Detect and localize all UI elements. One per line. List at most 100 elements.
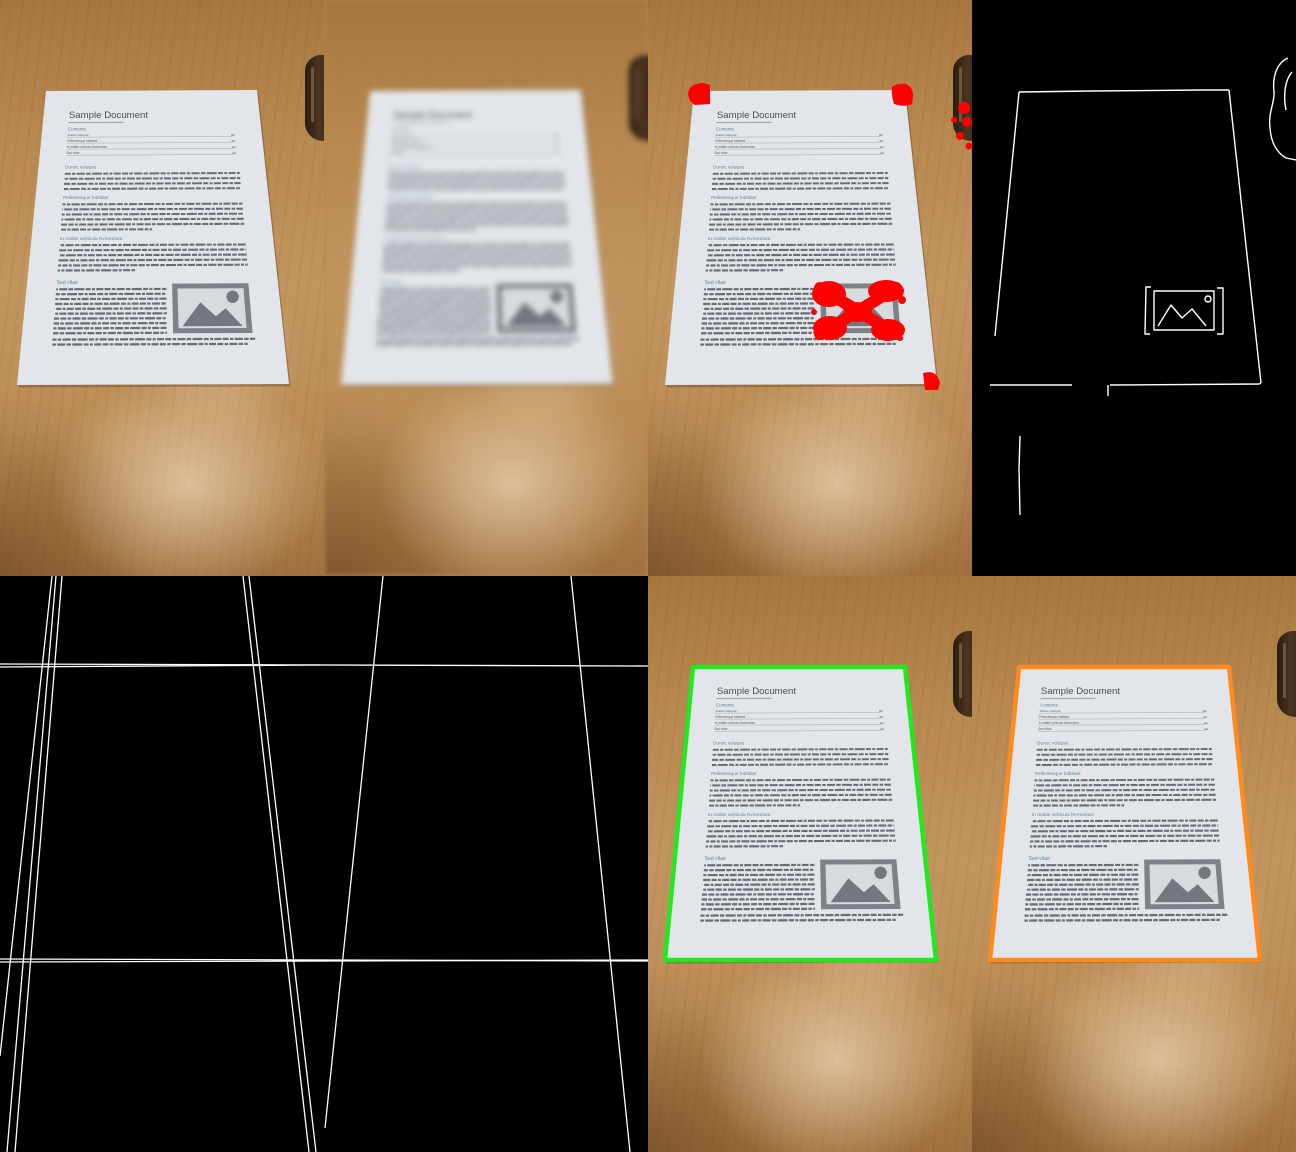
toc-rule: [390, 142, 557, 144]
toc-entry: In mattis vehicula fermentum: [67, 145, 108, 149]
hough-lines: [0, 576, 648, 1152]
toc-entry: Donec volutpat: [716, 709, 737, 713]
toc-entry: In mattis vehicula fermentum: [715, 721, 756, 725]
toc-entry: Sed vitae: [66, 151, 80, 155]
body-text-line: [709, 788, 892, 792]
body-text-line: [712, 172, 888, 175]
body-text-line: [62, 207, 243, 211]
body-text-line: [58, 258, 248, 262]
paper-sheet: [17, 90, 289, 385]
body-text-line: [706, 829, 895, 833]
body-text-line: [386, 202, 567, 206]
edge-image-right-bracket: [1217, 287, 1224, 335]
bottle: [305, 55, 324, 141]
bottle: [1277, 631, 1296, 717]
body-text-line: [708, 798, 893, 802]
body-text-line: [1035, 763, 1212, 766]
toc-rule: [714, 148, 882, 150]
body-text-line: [710, 783, 891, 787]
hough-line: [324, 576, 384, 1129]
body-text-line: [711, 182, 889, 185]
toc-entry: Sed vitae: [714, 151, 728, 155]
hough-line: [242, 576, 310, 1152]
edge-bottom-right: [1109, 382, 1262, 386]
toc-entry: In mattis vehicula fermentum: [715, 145, 756, 149]
toc-rule: [1038, 730, 1206, 732]
toc-entry: Pellentesque habitant: [715, 139, 745, 143]
bottle: [629, 55, 648, 141]
corner-marker-bottle: [956, 132, 964, 140]
body-text-line: [700, 342, 896, 346]
document-title: Sample Document: [717, 686, 797, 697]
section-heading: In mattis vehicula fermentum: [384, 236, 447, 242]
body-text-line: [1029, 839, 1220, 843]
body-text-line: [53, 326, 168, 330]
body-text-line: [1024, 907, 1140, 911]
body-text-line: [63, 187, 240, 190]
edge-bottle-inner: [1283, 71, 1293, 111]
contents-heading: Contents: [716, 126, 735, 131]
section-heading: Sed vitae: [1029, 856, 1050, 862]
body-text-line: [1030, 829, 1219, 833]
toc-entry: Sed vitae: [714, 727, 728, 731]
body-text-line: [385, 212, 568, 216]
body-text-line: [378, 307, 491, 310]
edge-fragment: [1018, 435, 1021, 516]
toc-entry: Sed vitae: [1038, 727, 1052, 731]
body-text-line: [1030, 834, 1220, 838]
toc-rule: [391, 136, 557, 138]
document-title: Sample Document: [717, 110, 797, 121]
body-text-line: [63, 182, 241, 185]
body-text-line: [709, 217, 892, 221]
hough-line: [570, 576, 631, 1152]
edge-top: [1018, 89, 1229, 93]
body-text-line: [709, 212, 892, 216]
toc-rule: [715, 712, 881, 714]
toc-rule: [714, 718, 881, 720]
corner-markers: [688, 83, 972, 390]
body-text-line: [1026, 883, 1139, 886]
mountain-shape: [182, 302, 243, 327]
section-heading: Pellentesque habitant: [1035, 771, 1081, 777]
body-text-line: [1036, 753, 1213, 756]
toc-rule: [714, 142, 881, 144]
mountain-shape: [1154, 878, 1215, 903]
body-text-line: [376, 331, 492, 335]
body-text-line: [1034, 778, 1215, 782]
body-text-line: [387, 187, 564, 190]
edge-image-mountain: [1157, 304, 1207, 327]
body-text-line: [709, 793, 892, 797]
body-text-line: [1024, 913, 1228, 917]
section-heading: In mattis vehicula fermentum: [60, 236, 123, 242]
body-text-line: [1036, 748, 1212, 751]
body-text-line: [377, 326, 492, 330]
body-text-line: [707, 824, 895, 828]
body-text-line: [387, 182, 565, 185]
body-text-line: [58, 253, 247, 257]
body-text-line: [711, 187, 888, 190]
document-contour-orange: [987, 664, 1263, 963]
body-text-line: [64, 172, 240, 175]
body-text-line: [710, 202, 891, 206]
document-title: Sample Document: [69, 110, 149, 121]
hough-line: [0, 663, 648, 667]
hough-lines-panel: [0, 576, 648, 1152]
corner-marker-bottom-right: [923, 372, 940, 390]
body-text-line: [702, 307, 815, 310]
body-text-line: [379, 302, 491, 306]
body-text-line: [711, 763, 888, 766]
toc-rule: [1039, 712, 1205, 714]
edge-lines: [990, 57, 1296, 516]
body-text-line: [711, 758, 889, 761]
toc-entry: Donec volutpat: [716, 133, 737, 137]
toc-rule: [714, 724, 882, 726]
body-text-line: [52, 331, 168, 335]
body-text-line: [1031, 824, 1219, 828]
